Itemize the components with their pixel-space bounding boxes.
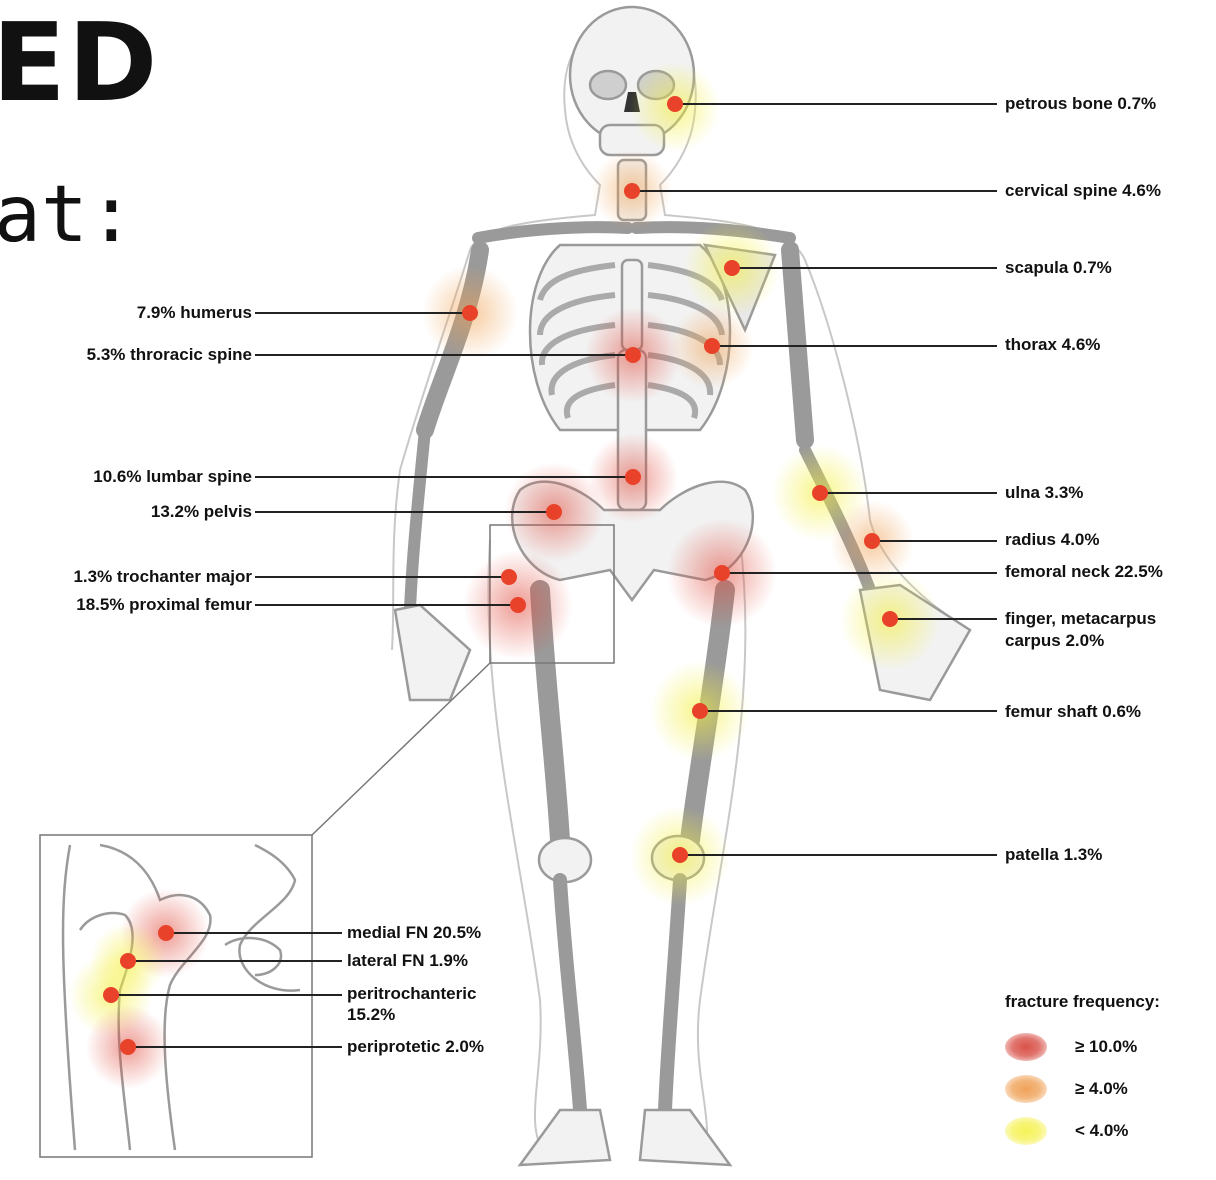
- legend-label: ≥ 4.0%: [1075, 1079, 1128, 1099]
- label-finger-metacarpus: finger, metacarpus: [1005, 609, 1156, 629]
- marker-patella: [672, 847, 688, 863]
- label-radius: radius 4.0%: [1005, 530, 1100, 550]
- label-medial-fn: medial FN 20.5%: [347, 923, 481, 943]
- marker-thorax: [704, 338, 720, 354]
- label-scapula: scapula 0.7%: [1005, 258, 1112, 278]
- label-lateral-fn: lateral FN 1.9%: [347, 951, 468, 971]
- label-humerus: 7.9% humerus: [0, 303, 252, 323]
- eye-socket-left: [590, 71, 626, 99]
- marker-pelvis: [546, 504, 562, 520]
- label-petrous-bone: petrous bone 0.7%: [1005, 94, 1156, 114]
- label-periprotetic: periprotetic 2.0%: [347, 1037, 484, 1057]
- label-patella: patella 1.3%: [1005, 845, 1102, 865]
- tibia-right: [665, 880, 680, 1110]
- label-lumbar-spine: 10.6% lumbar spine: [0, 467, 252, 487]
- marker-cervical: [624, 183, 640, 199]
- label-pelvis: 13.2% pelvis: [0, 502, 252, 522]
- marker-thoracic-spine: [625, 347, 641, 363]
- label-femoral-neck: femoral neck 22.5%: [1005, 562, 1163, 582]
- marker-trochanter: [501, 569, 517, 585]
- label-proximal-femur: 18.5% proximal femur: [0, 595, 252, 615]
- label-femur-shaft: femur shaft 0.6%: [1005, 702, 1141, 722]
- marker-femoral-neck: [714, 565, 730, 581]
- marker-proximal-femur: [510, 597, 526, 613]
- marker-lumbar-spine: [625, 469, 641, 485]
- label-thoracic-spine: 5.3% throracic spine: [0, 345, 252, 365]
- label-trochanter-major: 1.3% trochanter major: [0, 567, 252, 587]
- forearm-left: [410, 430, 425, 610]
- marker-lateral-fn: [120, 953, 136, 969]
- marker-petrous: [667, 96, 683, 112]
- tibia-left: [560, 880, 580, 1110]
- legend-label: < 4.0%: [1075, 1121, 1128, 1141]
- marker-femur-shaft: [692, 703, 708, 719]
- marker-medial-fn: [158, 925, 174, 941]
- foot-left: [520, 1110, 610, 1165]
- label-ulna: ulna 3.3%: [1005, 483, 1083, 503]
- hand-left: [395, 605, 470, 700]
- legend-title: fracture frequency:: [1005, 992, 1160, 1012]
- marker-radius: [864, 533, 880, 549]
- marker-periprotetic: [120, 1039, 136, 1055]
- legend-swatch-high: [1005, 1033, 1047, 1061]
- marker-scapula: [724, 260, 740, 276]
- clavicle-left: [478, 227, 628, 238]
- zoom-connector-line: [312, 663, 490, 835]
- label-thorax: thorax 4.6%: [1005, 335, 1100, 355]
- label-carpus: carpus 2.0%: [1005, 631, 1104, 651]
- marker-finger: [882, 611, 898, 627]
- legend-swatch-low: [1005, 1117, 1047, 1145]
- marker-peritrochanteric: [103, 987, 119, 1003]
- label-peritrochanteric: peritrochanteric: [347, 984, 476, 1004]
- legend-label: ≥ 10.0%: [1075, 1037, 1137, 1057]
- label-peritrochanteric-value: 15.2%: [347, 1005, 395, 1025]
- label-cervical-spine: cervical spine 4.6%: [1005, 181, 1161, 201]
- legend-swatch-medium: [1005, 1075, 1047, 1103]
- foot-right: [640, 1110, 730, 1165]
- marker-ulna: [812, 485, 828, 501]
- marker-humerus: [462, 305, 478, 321]
